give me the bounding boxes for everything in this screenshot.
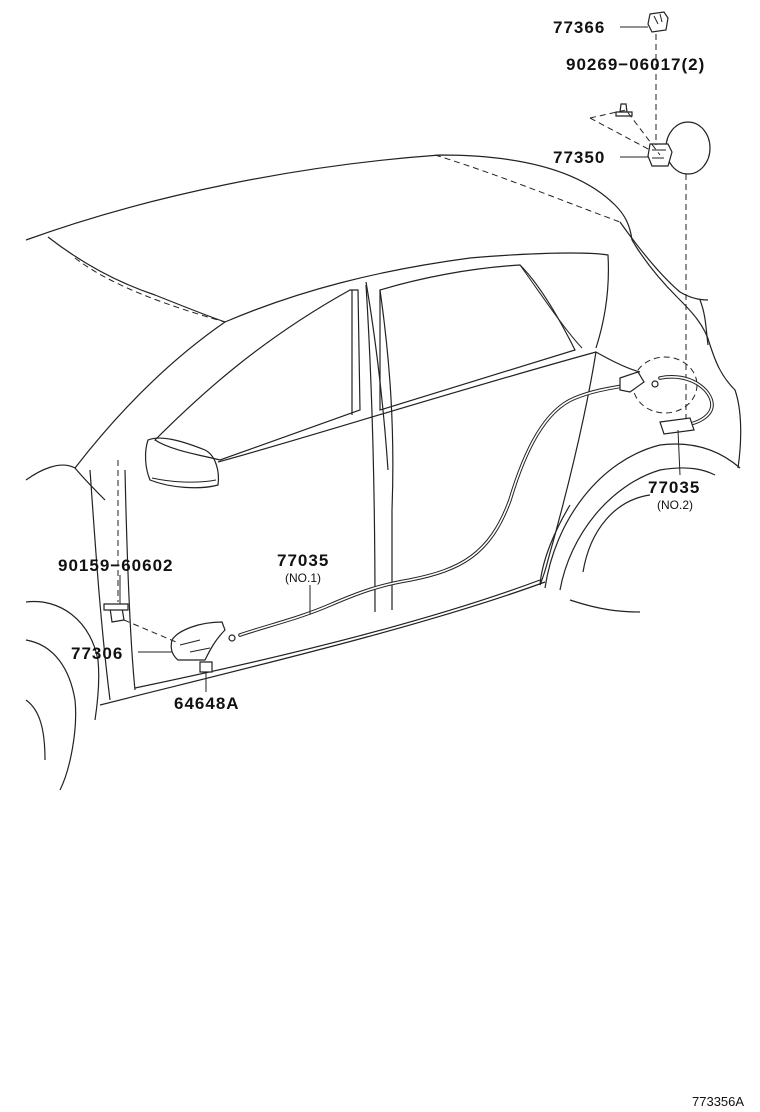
label-64648A: 64648A	[174, 694, 240, 713]
label-77035-no1: 77035	[277, 551, 329, 570]
label-77035-no1-sub: (NO.1)	[285, 571, 321, 585]
part-77366-clip	[647, 11, 669, 33]
label-77035-no2: 77035	[648, 478, 700, 497]
label-77350: 77350	[553, 148, 605, 167]
opener-lever-77306	[170, 621, 226, 661]
screw-90269	[615, 103, 633, 117]
leader-lines	[119, 26, 681, 692]
label-90159-60602: 90159−60602	[58, 556, 173, 575]
cable-77035-no2	[651, 375, 714, 435]
assembly-line-screw	[589, 109, 661, 156]
bolt-90159	[103, 603, 129, 623]
fuel-lid	[665, 121, 711, 175]
assembly-line-screw-b	[589, 117, 651, 151]
label-77035-no2-sub: (NO.2)	[657, 498, 693, 512]
clip-64648A	[199, 661, 213, 673]
label-77366: 77366	[553, 18, 605, 37]
label-77306: 77306	[71, 644, 123, 663]
figure-code: 773356A	[692, 1094, 744, 1109]
assembly-line-bolt-to-lever	[123, 619, 177, 643]
vehicle-body-outline	[25, 154, 742, 791]
cable-77035-no1	[228, 371, 645, 642]
label-90269-06017: 90269−06017(2)	[566, 55, 705, 74]
